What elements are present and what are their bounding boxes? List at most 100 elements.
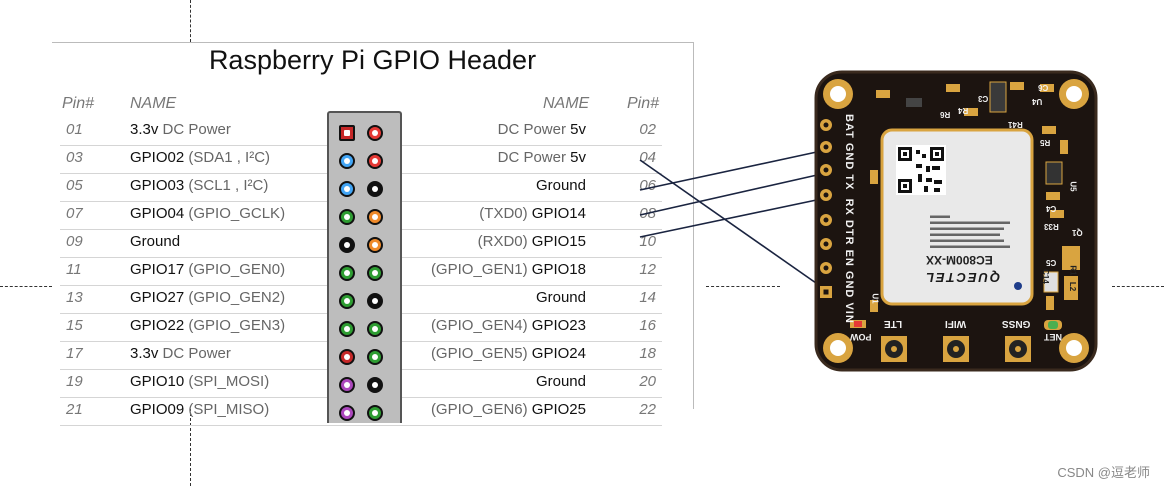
pin-label-rx: RX [843, 198, 855, 216]
left-pin-name: GPIO02 (SDA1 , I²C) [130, 149, 271, 166]
antenna-label-gnss: GNSS [1002, 318, 1031, 329]
label-u1: U1 [870, 293, 880, 304]
antenna-label-wifi: WIFI [945, 318, 967, 329]
header-pin-even [367, 377, 383, 393]
header-pin-even [367, 153, 383, 169]
header-pin-even [367, 125, 383, 141]
right-pin-name: (GPIO_GEN1) GPIO18 [430, 261, 586, 278]
right-pin-number: 12 [639, 261, 656, 278]
header-pin-even [367, 237, 383, 253]
header-pin-odd [339, 349, 355, 365]
led-net [1044, 320, 1062, 330]
wire-pin10-to-tx [639, 197, 827, 238]
label-r5: R5 [1040, 138, 1051, 147]
right-pin-name: (GPIO_GEN5) GPIO24 [430, 345, 586, 362]
left-pin-name: GPIO17 (GPIO_GEN0) [130, 261, 286, 278]
guide-line-bottom [190, 408, 191, 486]
left-pin-name: 3.3v DC Power [130, 121, 231, 138]
left-pin-name: GPIO10 (SPI_MOSI) [130, 373, 270, 390]
led-label-net: NET [1044, 332, 1062, 342]
pin-label-bat: BAT [843, 114, 855, 139]
gpio-connector-strip [327, 111, 402, 423]
header-pin-even [367, 265, 383, 281]
left-name-header: NAME [130, 95, 177, 112]
left-pin-number: 11 [66, 261, 82, 278]
header-pin-even [367, 349, 383, 365]
left-pin-name: GPIO04 (GPIO_GCLK) [130, 205, 286, 222]
label-r4: R4 [958, 106, 969, 115]
pin-label-dtr: DTR [843, 219, 855, 246]
label-c4: C4 [1046, 204, 1057, 213]
left-pin-name: 3.3v DC Power [130, 345, 231, 362]
led-label-pow: POW [850, 332, 872, 342]
wire-pin08-to-rx [639, 172, 827, 216]
left-pin-number: 07 [66, 205, 83, 222]
chip-model-label: EC800M-XX [926, 253, 993, 267]
module-board-graphic [814, 70, 1098, 372]
chip-serial-lines [930, 215, 1010, 248]
header-pin-even [367, 321, 383, 337]
header-pin-odd [339, 125, 355, 141]
left-pin-number: 21 [66, 401, 83, 418]
header-pin-odd [339, 265, 355, 281]
header-pin-odd [339, 405, 355, 421]
ec800m-module-board: BAT GND TX RX DTR EN GND VIN EC800M-XX Q… [814, 70, 1098, 372]
right-pin-name: (GPIO_GEN6) GPIO25 [430, 401, 586, 418]
right-pin-number: 20 [639, 373, 656, 390]
guide-line-right [1112, 286, 1164, 287]
antenna-label-lte: LTE [884, 318, 903, 329]
antenna-wifi [943, 336, 969, 362]
brand-label: QUECTEL [924, 270, 1001, 285]
label-u4: U4 [1032, 97, 1043, 106]
gpio-row: 21 GPIO09 (SPI_MISO) (GPIO_GEN6) GPIO25 22 [60, 397, 662, 426]
right-pin-name: DC Power 5v [497, 121, 586, 138]
header-pin-even [367, 209, 383, 225]
right-pin-number: 22 [639, 401, 656, 418]
right-pin-name: (TXD0) GPIO14 [479, 205, 586, 222]
left-pin-number: 05 [66, 177, 83, 194]
header-pin-odd [339, 237, 355, 253]
left-pin-name: GPIO09 (SPI_MISO) [130, 401, 270, 418]
pin-label-vin: VIN [843, 302, 855, 324]
antenna-gnss [1005, 336, 1031, 362]
label-q1: Q1 [1072, 228, 1083, 237]
right-pin-name: (RXD0) GPIO15 [477, 233, 586, 250]
header-pin-odd [339, 153, 355, 169]
label-c3: C3 [978, 94, 989, 103]
wire-pin06-to-gnd [639, 149, 827, 191]
left-pin-name: GPIO22 (GPIO_GEN3) [130, 317, 286, 334]
module-pin-labels: BAT GND TX RX DTR EN GND VIN [843, 114, 855, 324]
header-pin-odd [339, 377, 355, 393]
pin-label-gnd-1: GND [843, 142, 855, 171]
guide-line-left [0, 286, 52, 287]
right-pin-number: 02 [639, 121, 656, 138]
right-pin-name: DC Power 5v [497, 149, 586, 166]
csdn-watermark: CSDN @逗老师 [1057, 465, 1150, 480]
label-r1: R1 [1068, 265, 1078, 276]
label-r6: R6 [940, 110, 951, 119]
header-pin-odd [339, 209, 355, 225]
wire-pin04-to-vin [639, 159, 827, 291]
right-pin-name: Ground [535, 177, 586, 194]
left-pin-name: GPIO03 (SCL1 , I²C) [130, 177, 269, 194]
label-l2: L2 [1068, 281, 1078, 292]
label-c14: C14 [1040, 269, 1050, 284]
pin-label-en: EN [843, 249, 855, 267]
right-pin-header: Pin# [627, 95, 660, 112]
left-pin-header: Pin# [62, 95, 95, 112]
header-pin-odd [339, 293, 355, 309]
guide-line-top [190, 0, 191, 42]
left-pin-number: 13 [66, 289, 83, 306]
label-c6: C6 [1038, 83, 1049, 92]
antenna-lte [881, 336, 907, 362]
header-pin-even [367, 405, 383, 421]
gpio-table-title: Raspberry Pi GPIO Header [208, 45, 537, 75]
guide-line-middle [706, 286, 780, 287]
header-pin-odd [339, 321, 355, 337]
right-pin-number: 14 [639, 289, 656, 306]
header-pin-even [367, 181, 383, 197]
right-pin-name: (GPIO_GEN4) GPIO23 [430, 317, 586, 334]
right-pin-number: 16 [639, 317, 656, 334]
